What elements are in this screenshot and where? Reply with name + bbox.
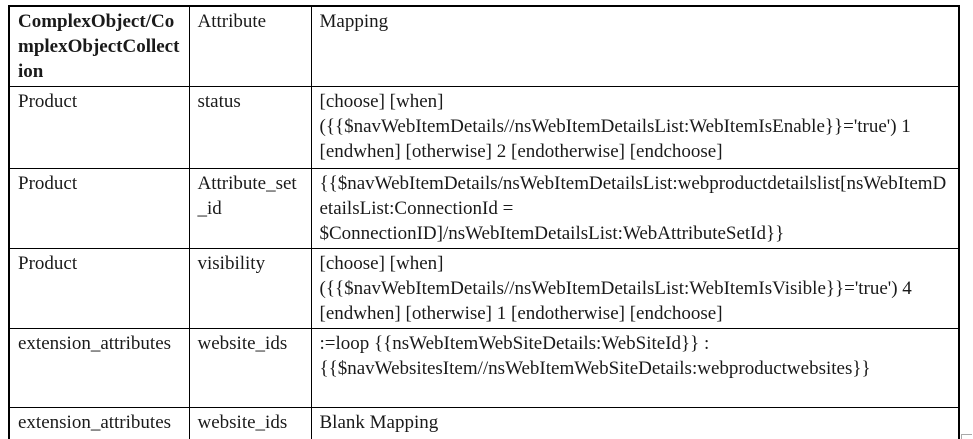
- mapping-cell: :=loop {{nsWebItemWebSiteDetails:WebSite…: [310, 328, 960, 408]
- table-row: Product Attribute_set_id {{$navWebItemDe…: [8, 168, 960, 249]
- header-mapping: Mapping: [310, 5, 960, 87]
- table-row: Product status [choose] [when] ({{$navWe…: [8, 86, 960, 169]
- mapping-table: ComplexObject/ComplexObjectCollection At…: [8, 5, 960, 439]
- table-header-row: ComplexObject/ComplexObjectCollection At…: [8, 5, 960, 87]
- table-row: extension_attributes website_ids Blank M…: [8, 407, 960, 439]
- mapping-cell: Blank Mapping: [310, 407, 960, 439]
- table-row: Product visibility [choose] [when] ({{$n…: [8, 248, 960, 329]
- mapping-cell: {{$navWebItemDetails/nsWebItemDetailsLis…: [310, 168, 960, 249]
- attribute-cell: website_ids: [188, 328, 312, 408]
- attribute-cell: status: [188, 86, 312, 169]
- cutoff-element-corner-mark: [961, 434, 972, 439]
- complex-object-cell: Product: [8, 248, 190, 329]
- mapping-cell: [choose] [when] ({{$navWebItemDetails//n…: [310, 86, 960, 169]
- attribute-cell: Attribute_set_id: [188, 168, 312, 249]
- attribute-cell: website_ids: [188, 407, 312, 439]
- complex-object-cell: Product: [8, 86, 190, 169]
- header-complex-object: ComplexObject/ComplexObjectCollection: [8, 5, 190, 87]
- mapping-cell: [choose] [when] ({{$navWebItemDetails//n…: [310, 248, 960, 329]
- complex-object-cell: Product: [8, 168, 190, 249]
- attribute-cell: visibility: [188, 248, 312, 329]
- complex-object-cell: extension_attributes: [8, 407, 190, 439]
- table-row: extension_attributes website_ids :=loop …: [8, 328, 960, 408]
- complex-object-cell: extension_attributes: [8, 328, 190, 408]
- header-attribute: Attribute: [188, 5, 312, 87]
